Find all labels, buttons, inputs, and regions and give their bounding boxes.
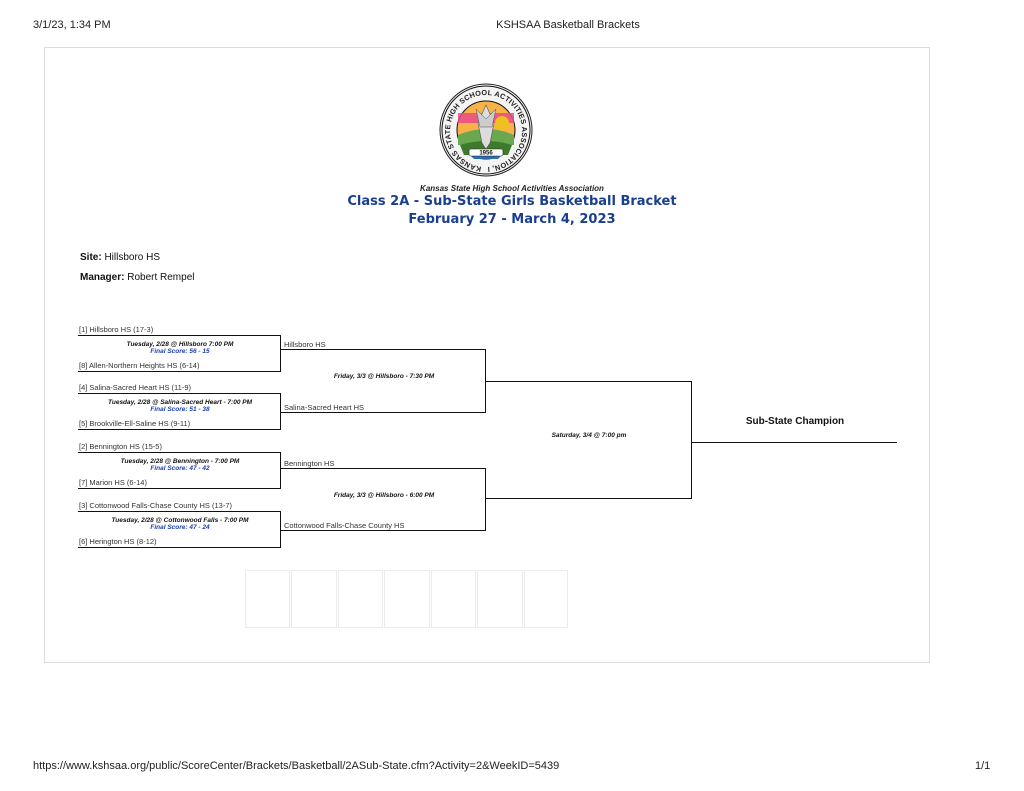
winner-game-3: Bennington HS — [284, 459, 335, 468]
bracket-line — [78, 488, 281, 489]
empty-cell — [291, 570, 337, 628]
champion-label: Sub-State Champion — [745, 416, 845, 427]
final-score: Final Score: 51 - 38 — [150, 406, 210, 413]
empty-cell — [524, 570, 568, 628]
bracket-title: Class 2A - Sub-State Girls Basketball Br… — [347, 194, 677, 209]
game-info: Tuesday, 2/28 @ Cottonwood Falls - 7:00 … — [111, 517, 249, 524]
game-info: Tuesday, 2/28 @ Salina-Sacred Heart - 7:… — [108, 399, 252, 406]
final-score: Final Score: 56 - 15 — [150, 348, 210, 355]
team-seed-2: [2] Bennington HS (15-5) — [79, 442, 162, 451]
bracket-line — [692, 442, 897, 443]
site-label: Site: — [80, 252, 102, 263]
team-seed-3: [3] Cottonwood Falls-Chase County HS (13… — [79, 501, 232, 510]
bracket-line — [78, 452, 281, 453]
print-page-title: KSHSAA Basketball Brackets — [496, 19, 640, 31]
empty-cell — [431, 570, 476, 628]
manager-label: Manager: — [80, 272, 125, 283]
empty-cell — [338, 570, 383, 628]
final-game-info: Saturday, 3/4 @ 7:00 pm — [551, 432, 627, 439]
association-name: Kansas State High School Activities Asso… — [420, 184, 604, 193]
team-seed-7: [7] Marion HS (6-14) — [79, 478, 147, 487]
semifinal-2-info: Friday, 3/3 @ Hillsboro - 6:00 PM — [333, 492, 435, 499]
svg-text:1956: 1956 — [479, 151, 493, 157]
team-seed-4: [4] Salina-Sacred Heart HS (11-9) — [79, 383, 191, 392]
team-seed-5: [5] Brookville-Ell-Saline HS (9-11) — [79, 419, 191, 428]
winner-game-4: Cottonwood Falls-Chase County HS — [284, 521, 405, 530]
bracket-line — [281, 412, 486, 413]
empty-cell — [477, 570, 523, 628]
empty-cell — [384, 570, 430, 628]
bracket-line — [486, 381, 692, 382]
print-page-number: 1/1 — [975, 760, 991, 772]
final-score: Final Score: 47 - 42 — [150, 465, 210, 472]
bracket-line — [280, 335, 281, 372]
bracket-line — [78, 429, 281, 430]
bracket-line — [280, 511, 281, 548]
page-frame — [44, 47, 930, 663]
semifinal-1-info: Friday, 3/3 @ Hillsboro - 7:30 PM — [333, 373, 435, 380]
winner-game-2: Salina-Sacred Heart HS — [284, 403, 365, 412]
game-info: Tuesday, 2/28 @ Hillsboro 7:00 PM — [126, 341, 234, 348]
bracket-line — [78, 393, 281, 394]
kshsaa-seal-logo: KANSAS STATE HIGH SCHOOL ACTIVITIES ASSO… — [438, 83, 533, 177]
bracket-line — [485, 468, 486, 531]
site-info: Site: Hillsboro HS — [80, 252, 160, 263]
bracket-dates: February 27 - March 4, 2023 — [408, 212, 616, 227]
manager-value: Robert Rempel — [127, 272, 195, 283]
final-score: Final Score: 47 - 24 — [150, 524, 210, 531]
bracket-line — [78, 547, 281, 548]
print-url: https://www.kshsaa.org/public/ScoreCente… — [33, 760, 560, 772]
bracket-line — [78, 371, 281, 372]
team-seed-1: [1] Hillsboro HS (17-3) — [79, 325, 154, 334]
team-seed-8: [8] Allen-Northern Heights HS (6-14) — [79, 361, 200, 370]
bracket-line — [691, 381, 692, 499]
bracket-line — [281, 349, 486, 350]
bracket-line — [485, 349, 486, 413]
team-seed-6: [6] Herington HS (8-12) — [79, 537, 157, 546]
print-datetime: 3/1/23, 1:34 PM — [33, 19, 111, 31]
bracket-line — [281, 530, 486, 531]
winner-game-1: Hillsboro HS — [284, 340, 326, 349]
empty-cell — [245, 570, 290, 628]
bracket-line — [486, 498, 692, 499]
bracket-line — [280, 452, 281, 489]
game-info: Tuesday, 2/28 @ Bennington - 7:00 PM — [120, 458, 240, 465]
bracket-line — [280, 393, 281, 430]
bracket-line — [281, 468, 486, 469]
bracket-line — [78, 335, 281, 336]
manager-info: Manager: Robert Rempel — [80, 272, 195, 283]
site-value: Hillsboro HS — [104, 252, 161, 263]
bracket-line — [78, 511, 281, 512]
